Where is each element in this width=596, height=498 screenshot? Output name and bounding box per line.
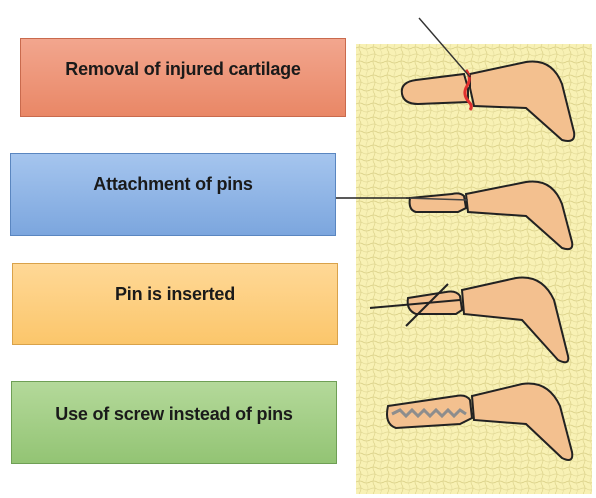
- step-box-use-of-screw: Use of screw instead of pins: [11, 381, 337, 464]
- step-label: Use of screw instead of pins: [55, 404, 292, 425]
- step-box-pin-is-inserted: Pin is inserted: [12, 263, 338, 345]
- step-label: Attachment of pins: [93, 174, 252, 195]
- step-label: Removal of injured cartilage: [65, 59, 300, 80]
- step-box-removal-of-injured-cartilage: Removal of injured cartilage: [20, 38, 346, 117]
- step-label: Pin is inserted: [115, 284, 235, 305]
- finger-bone-illustration: [356, 44, 592, 494]
- step-box-attachment-of-pins: Attachment of pins: [10, 153, 336, 236]
